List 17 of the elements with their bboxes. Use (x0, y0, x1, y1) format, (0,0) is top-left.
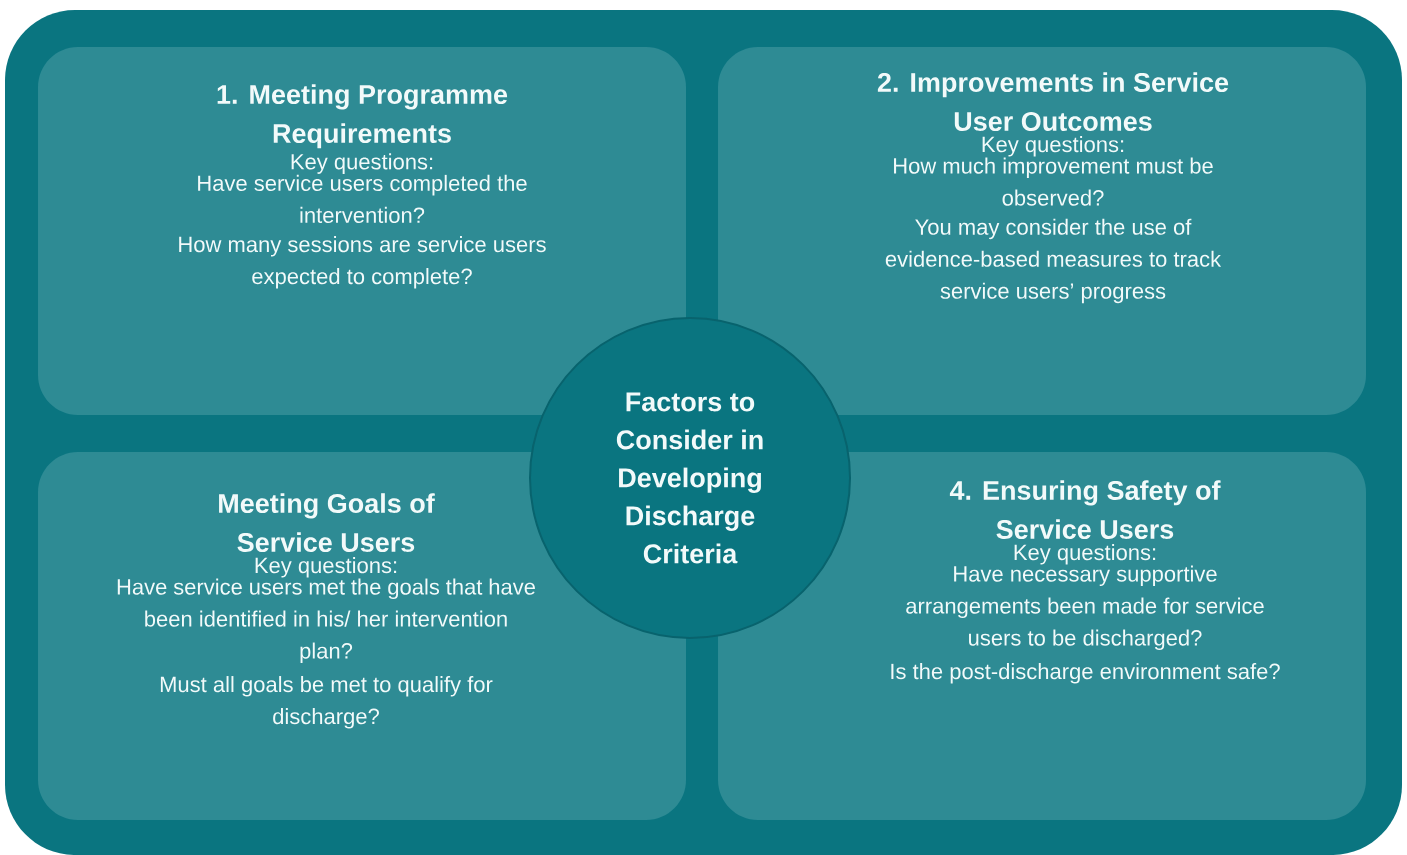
question-text: Have service users completed the intervention? (198, 174, 527, 224)
question-text: Is the post-discharge environment safe? (891, 663, 1280, 684)
key-questions-label: Key questions: (291, 153, 433, 174)
panel-heading: Meeting Goals of Service Users (219, 493, 435, 553)
panel-heading: 4. Ensuring Safety of Service Users (949, 480, 1221, 540)
question-text: Have necessary supportive arrangements been made for service users to be discharged? (906, 565, 1264, 651)
key-questions-label: Key questions: (1014, 544, 1156, 565)
key-questions-label: Key questions: (255, 557, 397, 578)
question-text: Must all goals be met to qualify for discharge? (160, 676, 493, 729)
question-text: How many sessions are service users expected to complete? (179, 236, 546, 289)
question-text: Have service users met the goals that have been identified in his/ her intervention plan? (117, 578, 535, 664)
center-title: Factors to Consider in Developing Discharge Criteria (616, 392, 763, 564)
question-text: You may consider the use of evidence-based measures to track service users’ progress (885, 218, 1222, 304)
panel-heading: 2. Improvements in Service User Outcomes (877, 72, 1229, 132)
panel-heading: 1. Meeting Programme Requirements (217, 84, 508, 149)
key-questions-label: Key questions: (982, 136, 1124, 157)
question-text: How much improvement must be observed? (894, 157, 1213, 206)
